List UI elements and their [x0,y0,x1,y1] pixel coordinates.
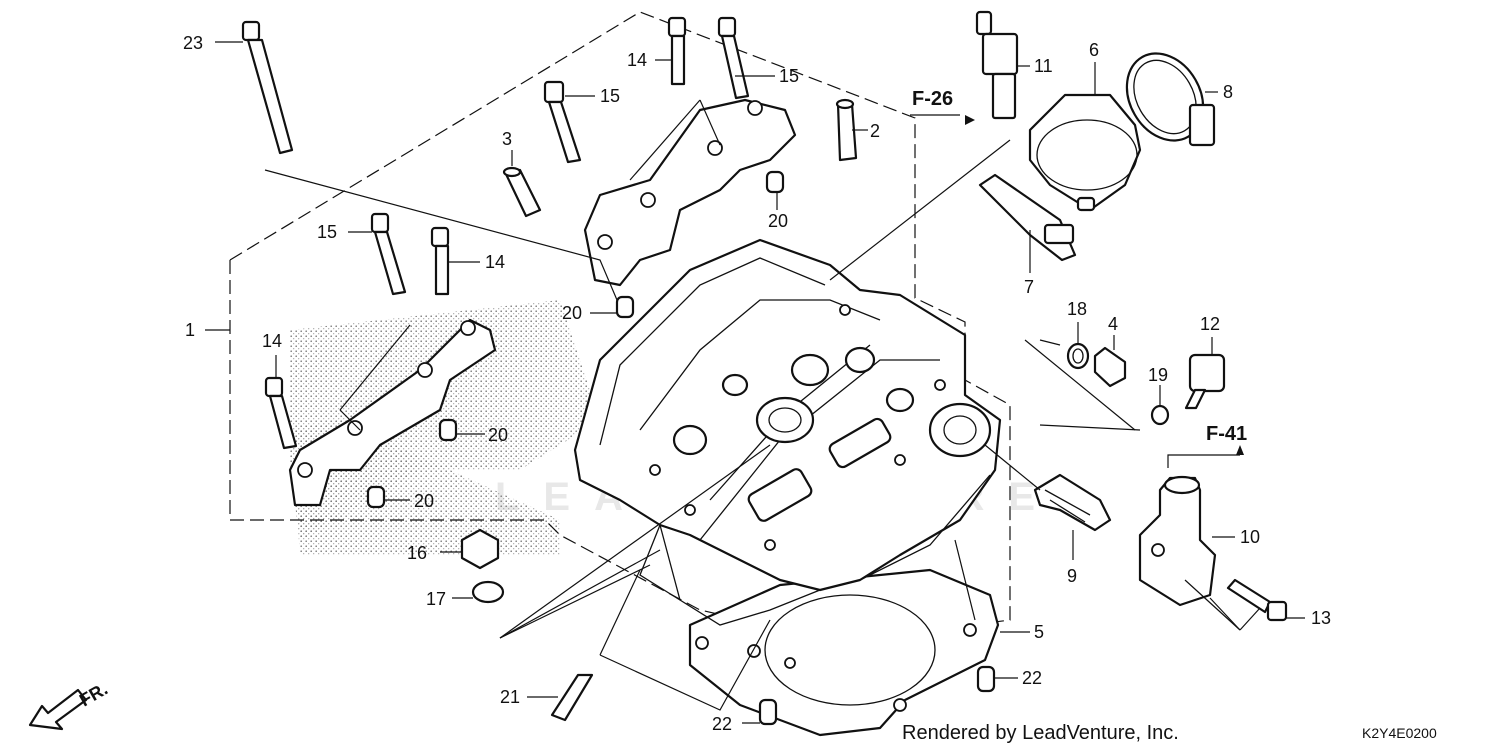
label-20-b: 20 [562,303,582,323]
label-23: 23 [183,33,203,53]
bolt-14-lower [264,376,298,450]
washer-19 [1150,404,1170,426]
dowel-pins-22 [758,665,996,726]
cylinder-head [573,238,1002,626]
dowel-pins-20 [366,170,785,509]
sealing-washer-18 [1066,342,1090,370]
insulator [1028,93,1142,212]
ref-f41: F-41 [1206,423,1247,445]
label-5: 5 [1034,622,1044,642]
label-17: 17 [426,589,446,609]
front-label: FR. [76,679,111,711]
label-19: 19 [1148,365,1168,385]
label-13: 13 [1311,608,1331,628]
front-direction-indicator: FR. [28,679,111,731]
washer-17 [471,580,505,604]
rendered-by-credit: Rendered by LeadVenture, Inc. [902,722,1179,744]
label-21: 21 [500,687,520,707]
label-1: 1 [185,320,195,340]
label-15-a: 15 [779,66,799,86]
valve-guide-3 [502,166,542,218]
camshaft-holder-right [583,98,797,287]
label-14-a: 14 [627,50,647,70]
valve-guide-2 [835,98,858,162]
label-15-c: 15 [317,222,337,242]
label-12: 12 [1200,314,1220,334]
front-arrow-icon [28,688,88,731]
plug-bolt-4 [1093,346,1127,388]
stud-bolt-21 [550,673,594,722]
diagram-code: K2Y4E0200 [1362,725,1437,741]
bolt-15-upper [717,16,750,100]
label-15-b: 15 [600,86,620,106]
label-22-a: 22 [712,714,732,734]
part-labels: 23 14 15 15 3 2 20 15 14 20 1 14 20 20 1… [183,33,1331,734]
label-22-b: 22 [1022,668,1042,688]
label-16: 16 [407,543,427,563]
label-20-d: 20 [414,491,434,511]
label-4: 4 [1108,314,1118,334]
bolt-14-upper [667,16,687,86]
bolt-15-lower [370,212,407,296]
ref-f26: F-26 [912,88,953,110]
label-11: 11 [1034,56,1053,76]
bolt-23 [241,20,294,155]
label-14-b: 14 [485,252,505,272]
reference-arrows [965,115,1244,455]
label-20-a: 20 [768,211,788,231]
bolt-15-mid [543,80,582,164]
temperature-sensor [1184,353,1226,410]
label-7: 7 [1024,277,1034,297]
band-8 [1125,52,1216,147]
bolt-13 [1226,578,1288,622]
label-6: 6 [1089,40,1099,60]
thermostat-cover [1138,475,1217,607]
thermostat [1033,473,1112,532]
camshaft-holder-left [288,318,497,507]
assembly-outline [229,11,1011,641]
spark-plug [975,10,1019,120]
label-14-c: 14 [262,331,282,351]
bolt-14-mid [430,226,450,296]
label-8: 8 [1223,82,1233,102]
label-9: 9 [1067,566,1077,586]
nut-16 [460,528,500,570]
label-10: 10 [1240,527,1260,547]
head-gasket [688,568,1000,737]
label-18: 18 [1067,299,1087,319]
leader-lines [205,41,1305,724]
label-2: 2 [870,121,880,141]
label-20-c: 20 [488,425,508,445]
label-3: 3 [502,129,512,149]
